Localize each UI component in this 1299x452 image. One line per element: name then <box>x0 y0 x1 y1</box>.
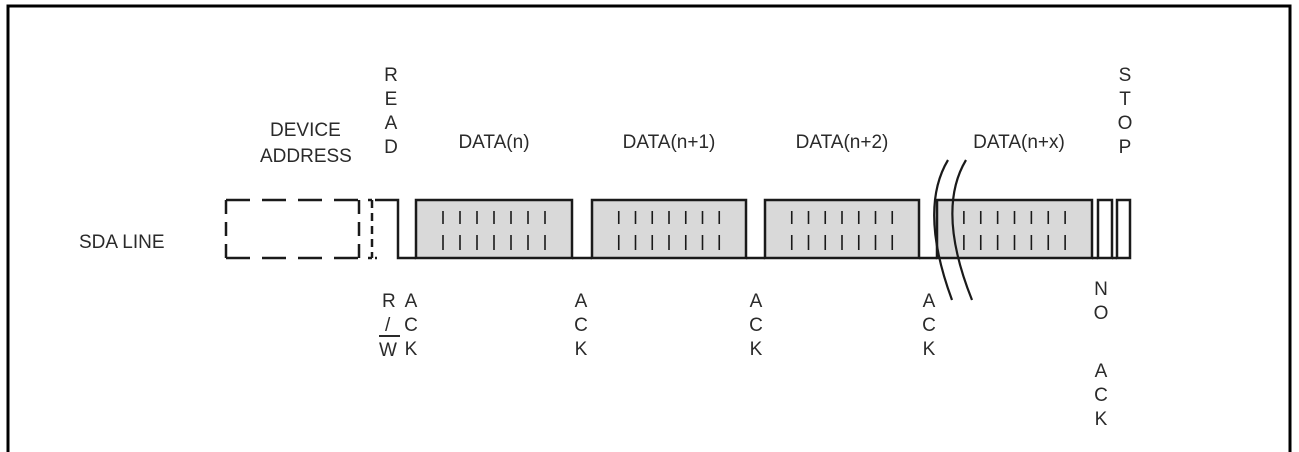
stop-label-char: P <box>1119 137 1132 158</box>
no-ack-label-no-char: N <box>1094 279 1108 300</box>
ack-label-first-char: A <box>405 291 418 312</box>
no-ack-label-ack-char: C <box>1094 385 1108 406</box>
rw-w-label: W <box>379 340 397 361</box>
ack-label-1-char: K <box>750 339 763 360</box>
no-ack-label-ack-char: A <box>1095 361 1108 382</box>
ack-label-1-char: A <box>750 291 763 312</box>
data-label-1: DATA(n+1) <box>623 132 716 153</box>
read-label-char: D <box>384 137 398 158</box>
stop-label-char: O <box>1118 113 1133 134</box>
ack-label-first-char: C <box>404 315 418 336</box>
read-label-char: A <box>385 113 398 134</box>
no-ack-label-no-char: O <box>1094 303 1109 324</box>
device-address-label-line2: ADDRESS <box>260 146 352 167</box>
rw-r-label: R <box>382 291 396 312</box>
device-address-frame <box>224 198 377 260</box>
data-byte-3 <box>935 198 1094 260</box>
ack-label-1: ACK <box>749 291 763 360</box>
ack-label-first: ACK <box>404 291 418 360</box>
data-bytes <box>414 198 1094 260</box>
data-byte-2 <box>763 198 921 260</box>
data-label-2: DATA(n+2) <box>796 132 889 153</box>
no-ack-label-ack-char: K <box>1095 409 1108 430</box>
ack-label-2-char: K <box>923 339 936 360</box>
ack-label-2: ACK <box>922 291 936 360</box>
diagram-border <box>6 4 1292 452</box>
data-label-0: DATA(n) <box>458 132 529 153</box>
ack-label-2-char: C <box>922 315 936 336</box>
sda-line-label: SDA LINE <box>79 232 165 253</box>
byte-labels: DATA(n) DATA(n+1) DATA(n+2) DATA(n+x) <box>458 132 1064 153</box>
ack-label-0-char: C <box>574 315 588 336</box>
stop-label-char: T <box>1119 89 1131 110</box>
rw-slash-label: / <box>385 315 391 336</box>
read-label-char: E <box>385 89 398 110</box>
read-label-char: R <box>384 65 398 86</box>
break-marks <box>933 159 974 301</box>
no-ack-label-ack: ACK <box>1094 361 1108 430</box>
ack-label-first-char: K <box>405 339 418 360</box>
ack-label-0-char: A <box>575 291 588 312</box>
data-byte-1 <box>590 198 748 260</box>
no-ack-label-no: NO <box>1094 279 1109 324</box>
data-byte-0 <box>414 198 574 260</box>
data-label-3: DATA(n+x) <box>973 132 1065 153</box>
ack-label-0: ACK <box>574 291 588 360</box>
ack-label-1-char: C <box>749 315 763 336</box>
device-address-label-line1: DEVICE <box>270 120 341 141</box>
ack-label-0-char: K <box>575 339 588 360</box>
stop-label-char: S <box>1119 65 1132 86</box>
ack-label-2-char: A <box>923 291 936 312</box>
